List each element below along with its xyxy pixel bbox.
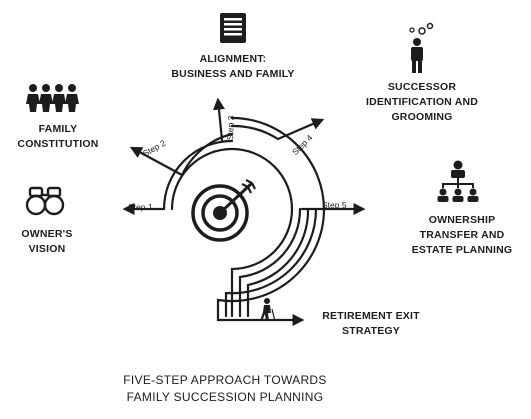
spiral-arc-2 bbox=[162, 139, 234, 211]
walking-elder-icon bbox=[260, 298, 276, 322]
person-with-gears-icon bbox=[409, 22, 434, 73]
successor-line-2: IDENTIFICATION AND bbox=[365, 96, 479, 108]
binoculars-icon bbox=[25, 186, 65, 216]
step4-arrow bbox=[276, 118, 325, 141]
ownership-transfer-label: OWNERSHIP TRANSFER AND ESTATE PLANNING bbox=[404, 213, 520, 258]
successor-line-1: SUCCESSOR bbox=[387, 81, 457, 93]
successor-label: SUCCESSOR IDENTIFICATION AND GROOMING bbox=[362, 80, 482, 125]
descend-line-1 bbox=[230, 207, 294, 318]
descend-line-4 bbox=[224, 207, 318, 318]
org-chart-icon bbox=[437, 160, 479, 202]
alignment-line-2: BUSINESS AND FAMILY bbox=[171, 68, 295, 80]
family-constitution-label: FAMILY CONSTITUTION bbox=[10, 122, 106, 152]
owners-vision-label: OWNER'S VISION bbox=[12, 227, 82, 257]
title-line-1: FIVE-STEP APPROACH TOWARDS bbox=[123, 373, 327, 387]
ownership-transfer-line-1: OWNERSHIP bbox=[428, 214, 496, 226]
descend-line-2 bbox=[238, 207, 302, 318]
spiral-lines bbox=[122, 97, 366, 327]
family-group-icon bbox=[26, 84, 79, 112]
alignment-line-1: ALIGNMENT: bbox=[199, 53, 267, 65]
step2-arrow bbox=[129, 146, 184, 177]
step3-arrow bbox=[212, 97, 225, 142]
spiral-arc-3 bbox=[180, 132, 234, 177]
spiral-arc-1 bbox=[170, 147, 294, 211]
diagram-title: FIVE-STEP APPROACH TOWARDS FAMILY SUCCES… bbox=[0, 372, 450, 406]
spiral-arc-4 bbox=[230, 124, 280, 141]
document-lines-icon bbox=[220, 13, 246, 43]
retirement-exit-label: RETIREMENT EXIT STRATEGY bbox=[316, 309, 426, 339]
ownership-transfer-line-2: TRANSFER AND bbox=[419, 229, 505, 241]
owners-vision-line-1: OWNER'S bbox=[21, 228, 73, 240]
spiral-arc-5 bbox=[230, 116, 326, 212]
retirement-exit-line-1: RETIREMENT EXIT bbox=[322, 310, 420, 322]
step3-label: Step 3 bbox=[225, 115, 236, 141]
retirement-arrow bbox=[216, 208, 326, 327]
step1-label: Step 1 bbox=[128, 202, 153, 212]
family-constitution-line-1: FAMILY bbox=[38, 123, 78, 135]
alignment-label: ALIGNMENT: BUSINESS AND FAMILY bbox=[160, 52, 306, 82]
ownership-transfer-line-3: ESTATE PLANNING bbox=[411, 244, 513, 256]
target-with-arrow-icon bbox=[191, 179, 256, 242]
family-constitution-line-2: CONSTITUTION bbox=[17, 138, 99, 150]
step5-label: Step 5 bbox=[322, 200, 347, 210]
successor-line-3: GROOMING bbox=[391, 111, 453, 123]
owners-vision-line-2: VISION bbox=[28, 243, 66, 255]
retirement-exit-line-2: STRATEGY bbox=[342, 325, 400, 337]
title-line-2: FAMILY SUCCESSION PLANNING bbox=[126, 390, 324, 404]
descend-line-3 bbox=[246, 207, 310, 318]
